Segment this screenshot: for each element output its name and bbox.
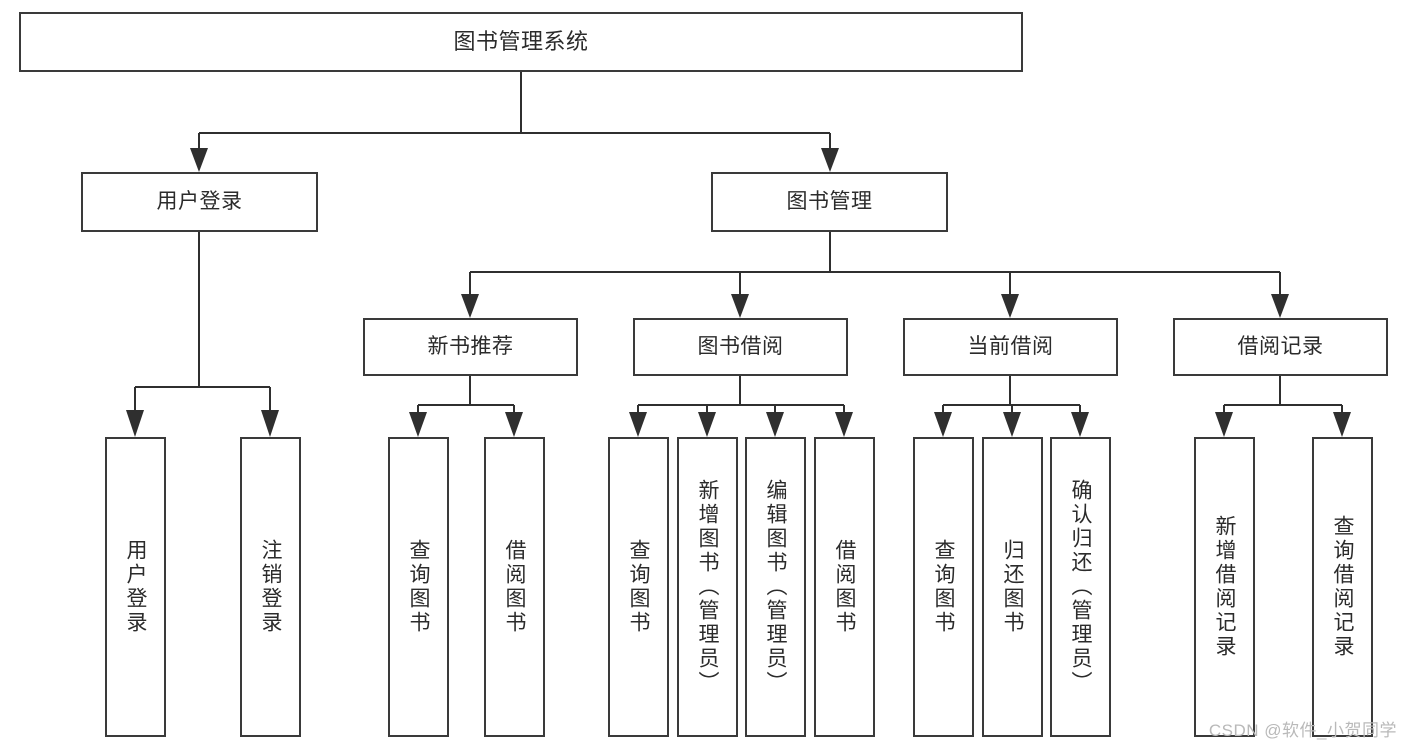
leaf-edit-book[interactable]: 编辑图书（管理员） xyxy=(745,437,806,737)
arrowhead-leaf-query-book-1 xyxy=(409,412,427,437)
node-user-login[interactable]: 用户登录 xyxy=(81,172,318,232)
leaf-borrow-book-1-label: 借阅图书 xyxy=(503,539,526,635)
arrowhead-leaf-borrow-book-2 xyxy=(835,412,853,437)
leaf-confirm-return[interactable]: 确认归还（管理员） xyxy=(1050,437,1111,737)
csdn-watermark: CSDN @软件_小贺同学 xyxy=(1208,721,1397,740)
leaf-add-record-label: 新增借阅记录 xyxy=(1213,515,1236,659)
leaf-user-login[interactable]: 用户登录 xyxy=(105,437,166,737)
leaf-borrow-book-2-label: 借阅图书 xyxy=(833,539,856,635)
arrowhead-book-borrow xyxy=(731,294,749,318)
arrowhead-leaf-return-book xyxy=(1003,412,1021,437)
node-root-label: 图书管理系统 xyxy=(453,29,589,55)
node-new-book-recommend-label: 新书推荐 xyxy=(427,334,514,358)
leaf-user-login-label: 用户登录 xyxy=(124,539,147,635)
node-current-borrow-label: 当前借阅 xyxy=(967,334,1054,358)
node-book-manage-label: 图书管理 xyxy=(786,189,873,213)
leaf-borrow-book-2[interactable]: 借阅图书 xyxy=(814,437,875,737)
leaf-query-book-2[interactable]: 查询图书 xyxy=(608,437,669,737)
leaf-query-record[interactable]: 查询借阅记录 xyxy=(1312,437,1373,737)
arrowhead-leaf-query-book-2 xyxy=(629,412,647,437)
leaf-confirm-return-label: 确认归还（管理员） xyxy=(1069,479,1092,695)
leaf-borrow-book-1[interactable]: 借阅图书 xyxy=(484,437,545,737)
node-book-manage[interactable]: 图书管理 xyxy=(711,172,948,232)
leaf-query-book-3[interactable]: 查询图书 xyxy=(913,437,974,737)
node-user-login-label: 用户登录 xyxy=(156,189,243,213)
arrowhead-leaf-borrow-book-1 xyxy=(505,412,523,437)
leaf-add-record[interactable]: 新增借阅记录 xyxy=(1194,437,1255,737)
leaf-add-book-label: 新增图书（管理员） xyxy=(696,479,719,695)
leaf-query-book-1-label: 查询图书 xyxy=(407,539,430,635)
leaf-user-logout-label: 注销登录 xyxy=(259,539,282,635)
arrowhead-current-borrow xyxy=(1001,294,1019,318)
arrowhead-leaf-add-book xyxy=(698,412,716,437)
leaf-edit-book-label: 编辑图书（管理员） xyxy=(764,479,787,695)
arrowhead-leaf-edit-book xyxy=(766,412,784,437)
leaf-query-book-3-label: 查询图书 xyxy=(932,539,955,635)
leaf-query-record-label: 查询借阅记录 xyxy=(1331,515,1354,659)
arrowhead-leaf-add-record xyxy=(1215,412,1233,437)
arrowhead-leaf-user-login xyxy=(126,410,144,437)
node-borrow-record-label: 借阅记录 xyxy=(1237,334,1324,358)
node-borrow-record[interactable]: 借阅记录 xyxy=(1173,318,1388,376)
arrowhead-leaf-user-logout xyxy=(261,410,279,437)
leaf-return-book[interactable]: 归还图书 xyxy=(982,437,1043,737)
leaf-query-book-2-label: 查询图书 xyxy=(627,539,650,635)
arrowhead-leaf-query-book-3 xyxy=(934,412,952,437)
arrowhead-leaf-query-record xyxy=(1333,412,1351,437)
leaf-user-logout[interactable]: 注销登录 xyxy=(240,437,301,737)
node-root[interactable]: 图书管理系统 xyxy=(19,12,1023,72)
arrowhead-book-manage xyxy=(821,148,839,172)
arrowhead-leaf-confirm-return xyxy=(1071,412,1089,437)
arrowhead-user-login xyxy=(190,148,208,172)
leaf-query-book-1[interactable]: 查询图书 xyxy=(388,437,449,737)
leaf-add-book[interactable]: 新增图书（管理员） xyxy=(677,437,738,737)
arrowhead-borrow-record xyxy=(1271,294,1289,318)
leaf-return-book-label: 归还图书 xyxy=(1001,539,1024,635)
node-new-book-recommend[interactable]: 新书推荐 xyxy=(363,318,578,376)
node-current-borrow[interactable]: 当前借阅 xyxy=(903,318,1118,376)
node-book-borrow[interactable]: 图书借阅 xyxy=(633,318,848,376)
node-book-borrow-label: 图书借阅 xyxy=(697,334,784,358)
arrowhead-new-book-recommend xyxy=(461,294,479,318)
